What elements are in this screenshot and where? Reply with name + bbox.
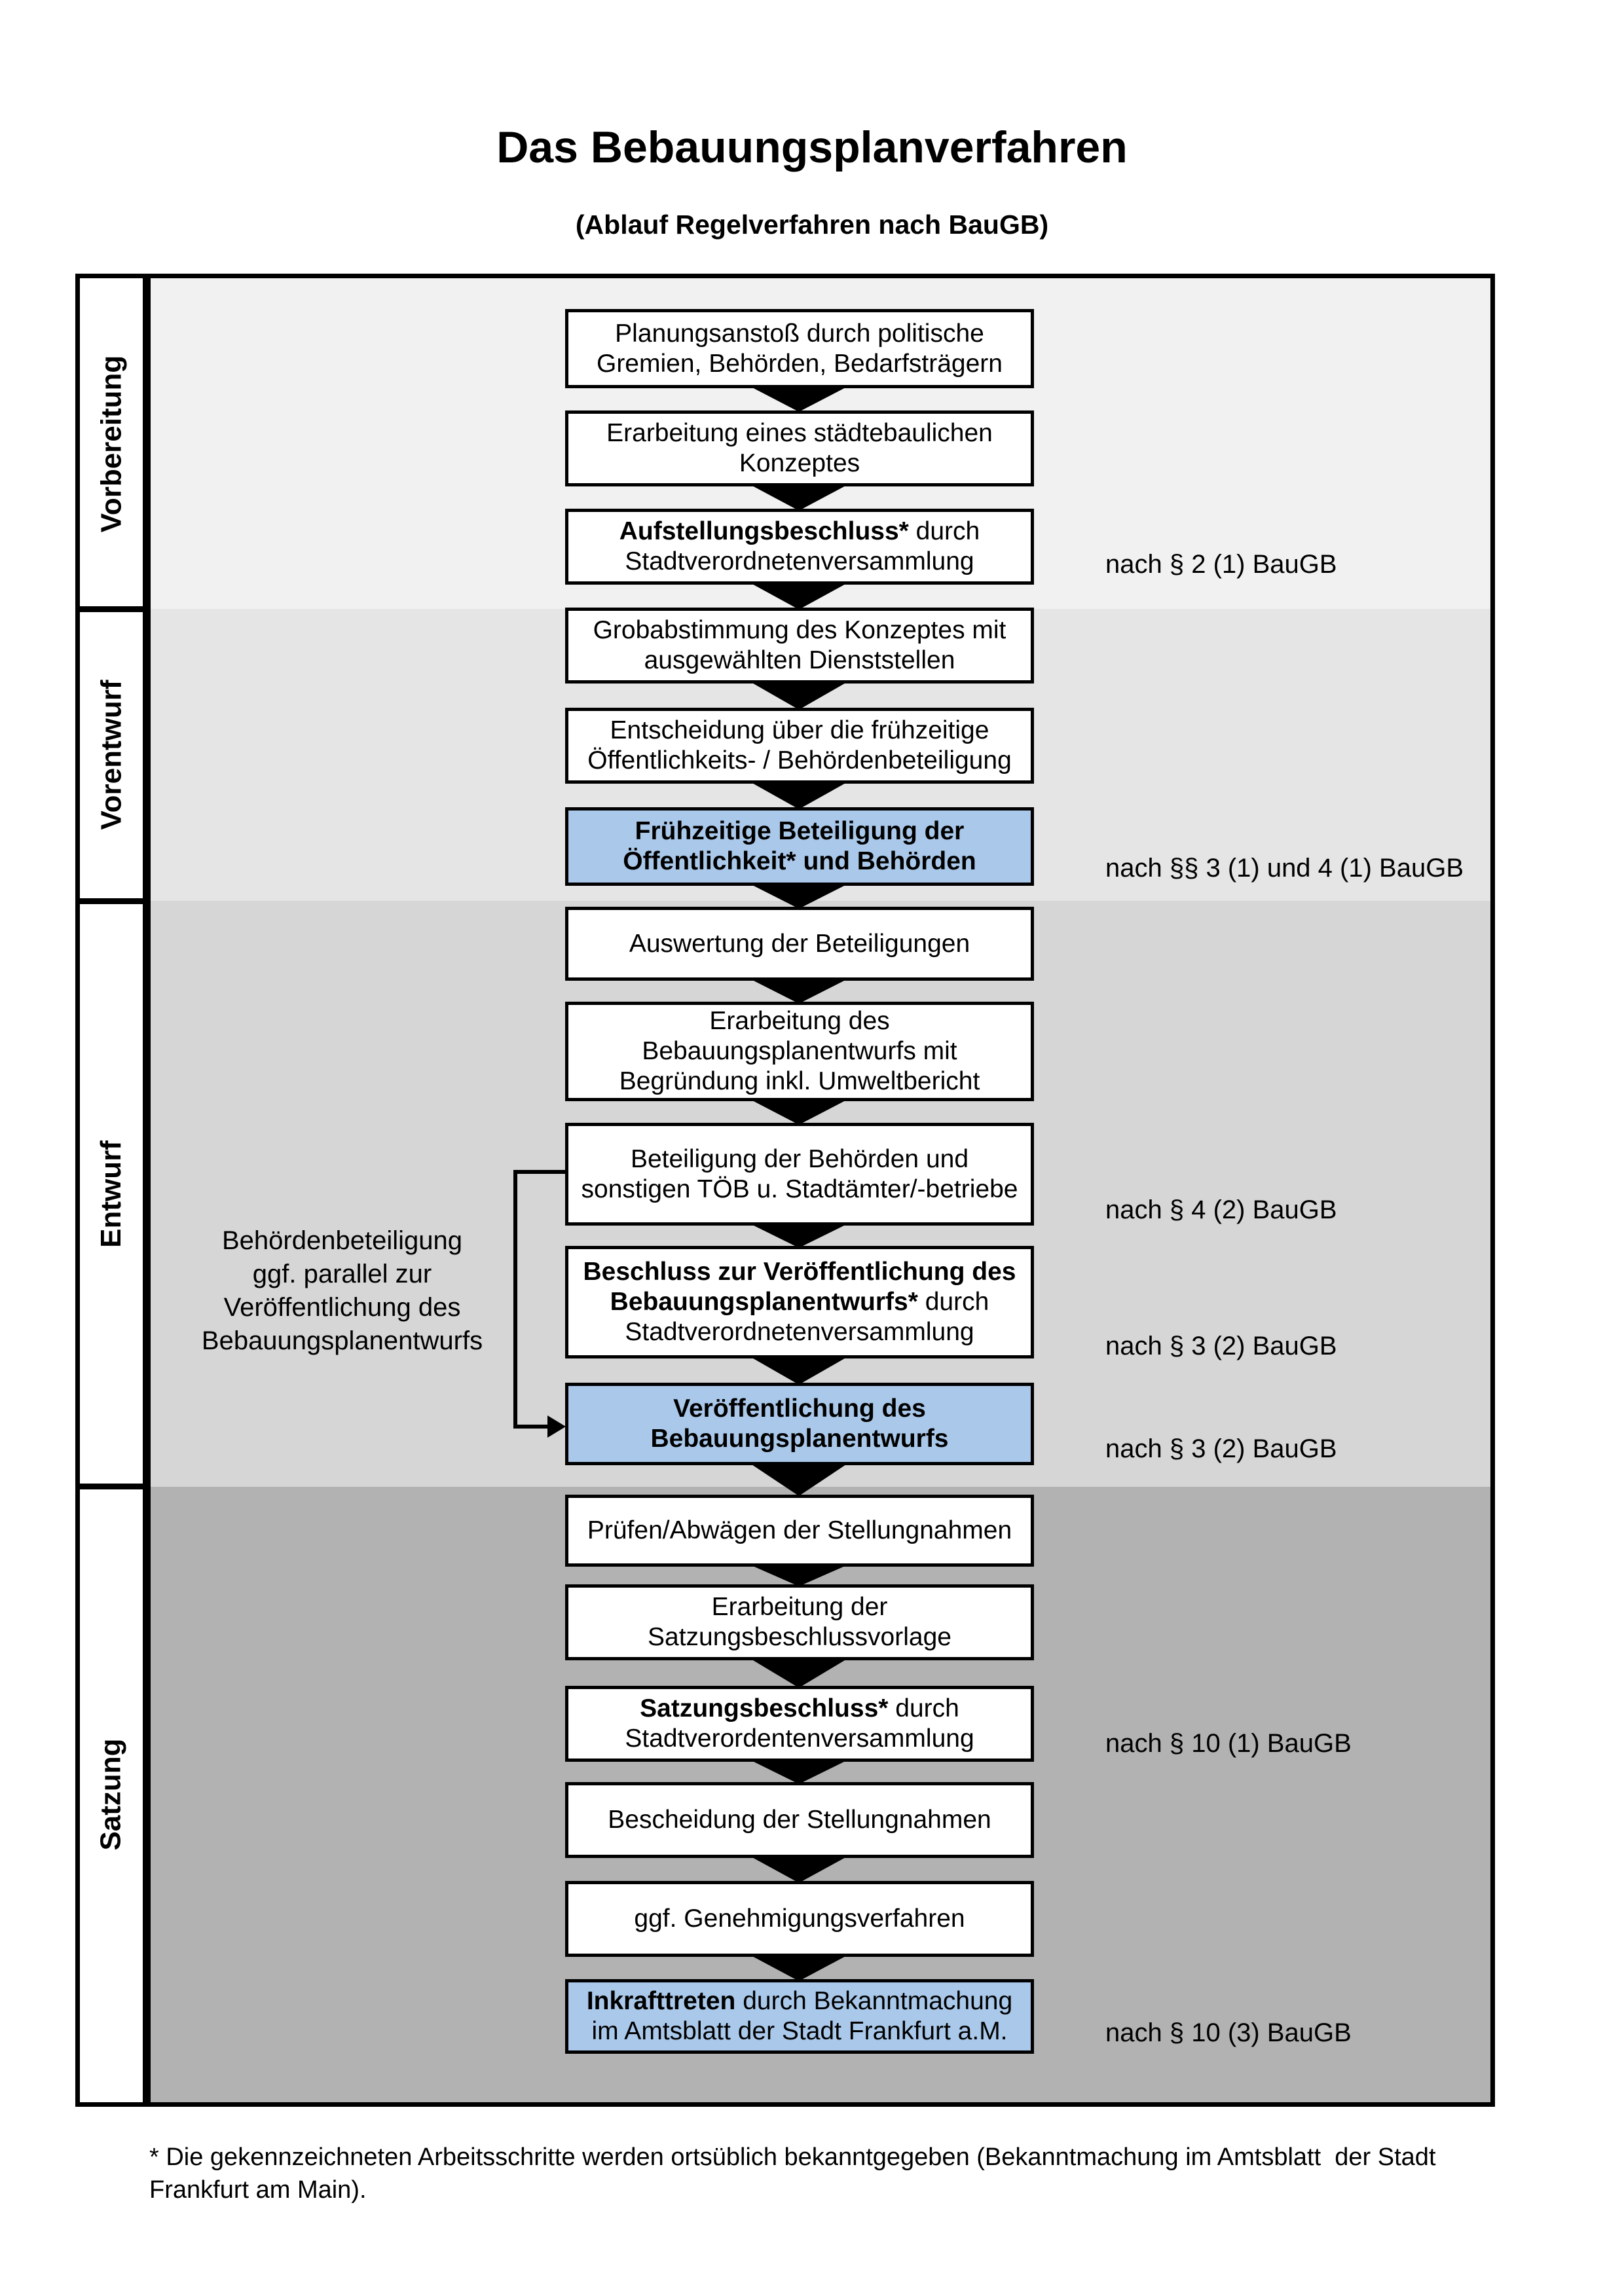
flow-box-aufstellungsbeschluss: Aufstellungsbeschluss* durch Stadtverord…	[565, 509, 1034, 585]
connector-bottom-line	[513, 1425, 550, 1429]
down-arrow-icon	[750, 484, 848, 511]
down-arrow-icon	[750, 1955, 848, 1981]
law-annotation: nach § 10 (3) BauGB	[1105, 2018, 1352, 2047]
page-title: Das Bebauungsplanverfahren	[496, 122, 1128, 172]
phase-label-vorbereitung: Vorbereitung	[95, 355, 127, 532]
flow-box-satzungsbeschluss: Satzungsbeschluss* durch Stadtverordente…	[565, 1686, 1034, 1762]
law-annotation: nach § 2 (1) BauGB	[1105, 550, 1337, 579]
down-arrow-icon	[750, 782, 848, 809]
down-arrow-icon	[750, 682, 848, 710]
page-subtitle: (Ablauf Regelverfahren nach BauGB)	[575, 210, 1049, 240]
phase-separator	[77, 606, 151, 612]
column-divider	[143, 274, 151, 2107]
law-annotation: nach §§ 3 (1) und 4 (1) BauGB	[1105, 854, 1464, 883]
flow-box-behoerdenbeteiligung: Beteiligung der Behörden und sonstigen T…	[565, 1123, 1034, 1226]
side-note-behoerdenbeteiligung: Behördenbeteiligung ggf. parallel zur Ve…	[201, 1226, 483, 1355]
down-arrow-icon	[750, 1099, 848, 1125]
flow-box-veroeffentlichung: Veröffentlichung des Bebauungsplanentwur…	[565, 1383, 1034, 1465]
flow-box-konzept-erarbeitung: Erarbeitung eines städtebaulichen Konzep…	[565, 410, 1034, 486]
down-arrow-icon	[750, 979, 848, 1004]
phase-label-satzung: Satzung	[95, 1738, 128, 1851]
down-arrow-icon	[750, 1760, 848, 1784]
down-arrow-icon	[750, 583, 848, 610]
phase-label-vorentwurf: Vorentwurf	[95, 680, 127, 830]
flow-box-auswertung: Auswertung der Beteiligungen	[565, 907, 1034, 981]
down-arrow-icon	[750, 884, 848, 909]
flow-box-pruefen-abwaegen: Prüfen/Abwägen der Stellungnahmen	[565, 1495, 1034, 1567]
down-arrow-icon	[750, 1856, 848, 1883]
down-arrow-icon	[750, 1224, 848, 1248]
law-annotation: nach § 10 (1) BauGB	[1105, 1729, 1352, 1758]
down-arrow-icon	[750, 1357, 848, 1385]
flow-box-entscheidung-beteiligung: Entscheidung über die frühzeitige Öffent…	[565, 708, 1034, 784]
down-arrow-icon	[750, 1658, 848, 1688]
law-annotation: nach § 3 (2) BauGB	[1105, 1434, 1337, 1463]
law-annotation: nach § 3 (2) BauGB	[1105, 1332, 1337, 1360]
down-arrow-icon	[750, 1565, 848, 1586]
phase-label-entwurf: Entwurf	[95, 1140, 128, 1248]
flow-box-veroeffentlichungsbeschluss: Beschluss zur Veröffentlichung des Bebau…	[565, 1246, 1034, 1358]
law-annotation: nach § 4 (2) BauGB	[1105, 1195, 1337, 1224]
phase-separator	[77, 1484, 151, 1489]
flow-box-bescheidung: Bescheidung der Stellungnahmen	[565, 1782, 1034, 1858]
flow-box-satzungsvorlage: Erarbeitung der Satzungsbeschlussvorlage	[565, 1584, 1034, 1660]
down-arrow-icon	[750, 386, 848, 412]
flow-box-inkrafttreten: Inkrafttreten durch Bekanntmachung im Am…	[565, 1979, 1034, 2054]
flow-box-planungsanstoss: Planungsanstoß durch politische Gremien,…	[565, 309, 1034, 388]
flow-box-grobabstimmung: Grobabstimmung des Konzeptes mit ausgewä…	[565, 608, 1034, 683]
connector-top-line	[513, 1170, 566, 1174]
flow-box-genehmigungsverfahren: ggf. Genehmigungsverfahren	[565, 1881, 1034, 1957]
connector-vertical-line	[513, 1170, 517, 1429]
footnote: * Die gekennzeichneten Arbeitsschritte w…	[149, 2143, 1436, 2204]
phase-separator	[77, 898, 151, 904]
flow-box-fruehzeitige-beteiligung: Frühzeitige Beteiligung der Öffentlichke…	[565, 807, 1034, 886]
connector-arrowhead-icon	[547, 1415, 566, 1438]
down-arrow-icon	[750, 1463, 848, 1496]
flow-box-entwurf-erarbeitung: Erarbeitung des Bebauungsplanentwurfs mi…	[565, 1002, 1034, 1101]
